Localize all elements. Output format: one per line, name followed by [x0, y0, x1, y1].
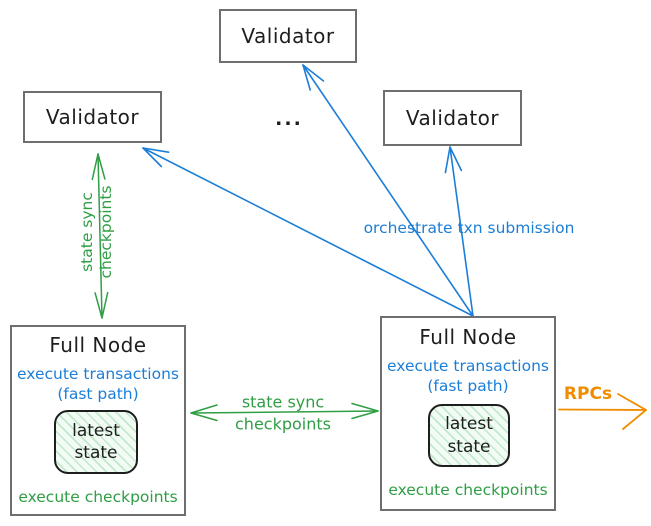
rpcs-arrow [558, 393, 647, 430]
latest-state-left-line1: latest [72, 420, 120, 441]
latest-state-left-line2: state [74, 443, 118, 463]
rpcs-label: RPCs [563, 384, 613, 404]
validator-left-label: Validator [45, 105, 140, 129]
full-node-left-title: Full Node [49, 333, 147, 357]
full-node-left-footer: execute checkpoints [18, 488, 178, 506]
validator-box-top: Validator [219, 9, 357, 63]
full-node-right-exec-transactions: execute transactions [386, 357, 550, 375]
latest-state-right-line1: latest [445, 414, 493, 435]
state-sync-horizontal-label-line1: state sync [241, 392, 325, 412]
validator-box-right: Validator [383, 90, 522, 146]
validators-ellipsis: ... [275, 108, 303, 130]
validator-top-label: Validator [241, 24, 335, 48]
full-node-right-title: Full Node [419, 325, 517, 349]
full-node-right-footer: execute checkpoints [388, 481, 548, 499]
latest-state-box-right: latest state [428, 404, 510, 467]
orchestrate-arrows [142, 64, 474, 317]
full-node-box-right: Full Node execute transactions (fast pat… [380, 316, 556, 511]
full-node-left-exec-transactions: execute transactions [16, 365, 180, 383]
state-sync-vertical-arrow [91, 153, 109, 319]
latest-state-box-left: latest state [54, 410, 138, 474]
full-node-box-left: Full Node execute transactions (fast pat… [10, 325, 186, 516]
full-node-right-fast-path: (fast path) [427, 377, 509, 395]
state-sync-vertical-label-line2: checkpoints [97, 185, 115, 279]
latest-state-right-line2: state [447, 436, 491, 457]
full-node-left-fast-path: (fast path) [57, 385, 139, 403]
orchestrate-label: orchestrate txn submission [363, 219, 575, 237]
state-sync-horizontal-arrow [190, 402, 379, 422]
state-sync-horizontal-label-line2: checkpoints [235, 414, 331, 434]
validator-box-left: Validator [23, 91, 162, 143]
validator-right-label: Validator [405, 106, 500, 130]
state-sync-vertical-label-line1: state sync [78, 192, 96, 272]
